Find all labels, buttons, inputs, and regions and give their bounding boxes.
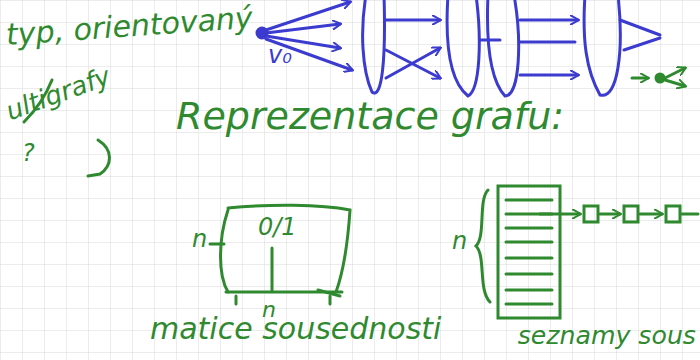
section-heading: Reprezentace grafu: — [176, 96, 564, 138]
vertex-label: v₀ — [268, 42, 292, 68]
caption-text: seznamy sous — [518, 322, 696, 350]
green-strokes — [24, 68, 698, 318]
layered-graph — [257, 0, 660, 96]
caption-text: matice sousednosti — [150, 312, 441, 345]
dimension-label: n — [452, 228, 467, 254]
note-text: ? — [22, 140, 35, 166]
dimension-label: n — [192, 226, 207, 252]
matrix-entry: 0/1 — [258, 214, 297, 240]
